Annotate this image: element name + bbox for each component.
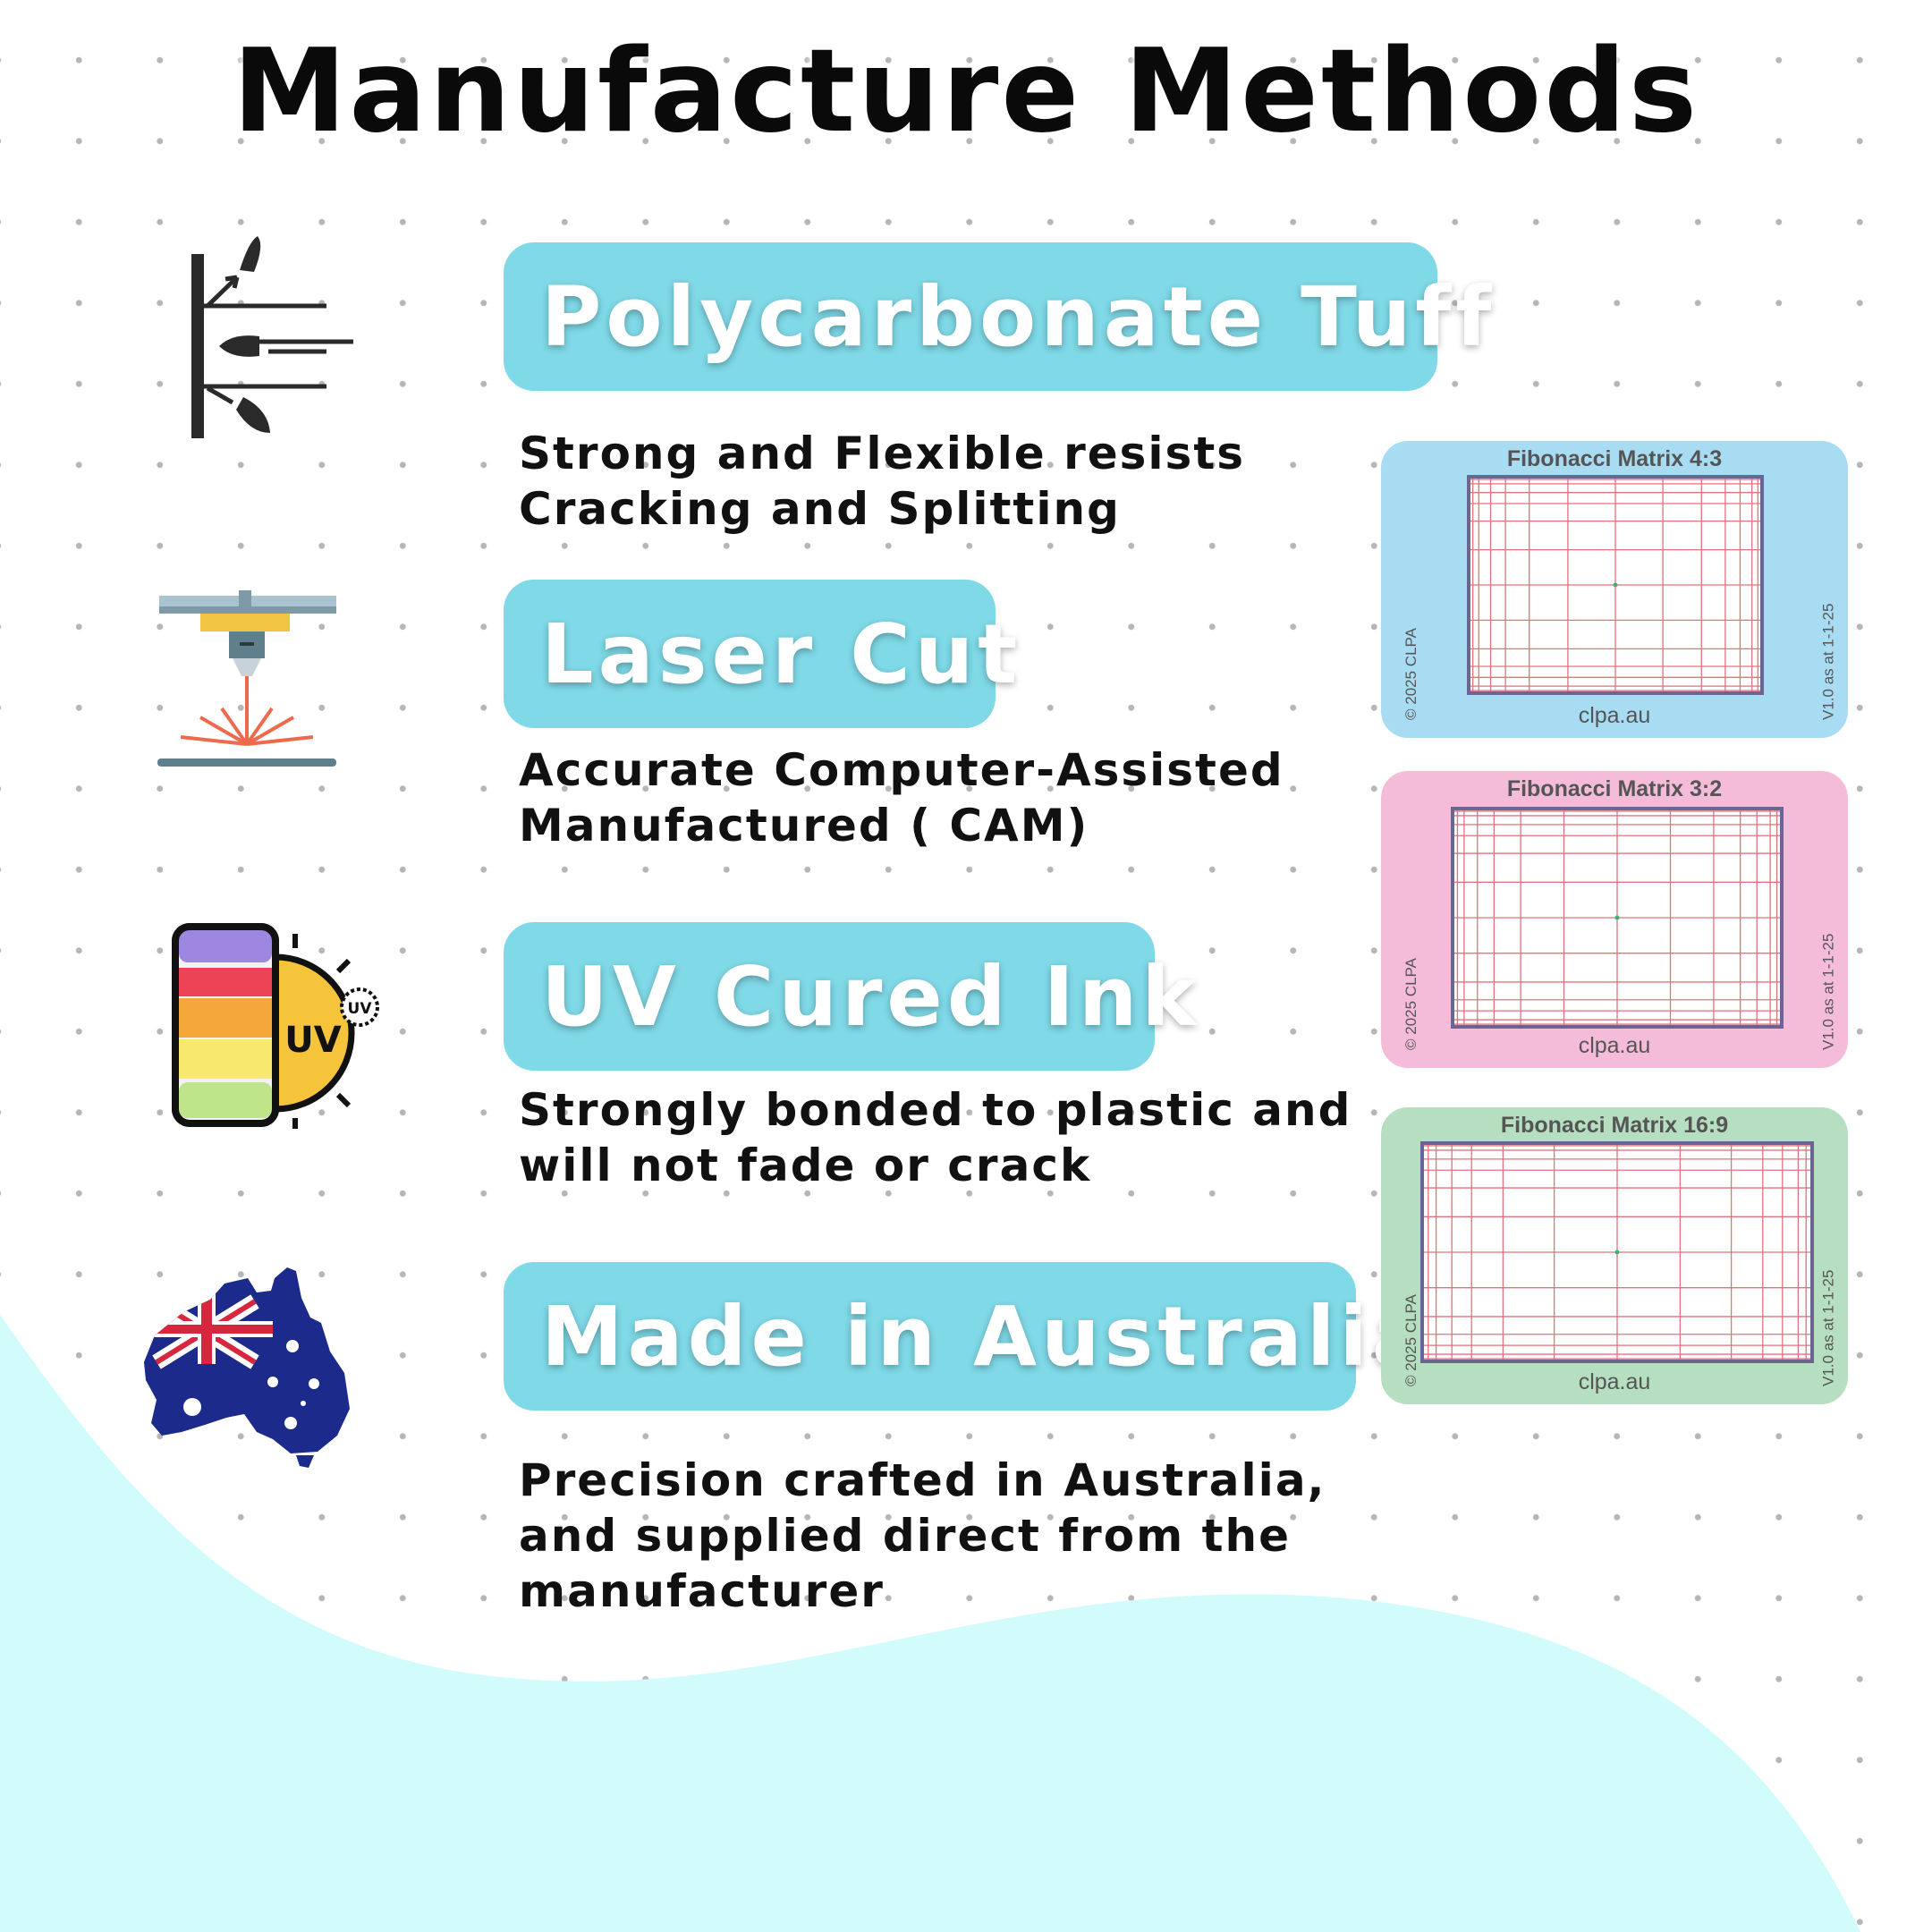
description-line: Cracking and Splitting: [519, 483, 1121, 535]
method-heading-uv-cured-ink: UV Cured Ink: [504, 922, 1197, 1071]
description-line: Accurate Computer-Assisted: [519, 744, 1284, 796]
svg-text:UV: UV: [348, 1000, 373, 1018]
card-copyright: © 2025 CLPA: [1402, 628, 1419, 720]
method-description-polycarbonate-tuff: Strong and Flexible resists Cracking and…: [519, 426, 1245, 537]
card-url: clpa.au: [1578, 1369, 1651, 1394]
page-title: Manufacture Methods: [233, 25, 1699, 158]
description-line: Precision crafted in Australia,: [519, 1454, 1326, 1506]
card-copyright: © 2025 CLPA: [1402, 1294, 1419, 1386]
card-title: Fibonacci Matrix 16:9: [1500, 1113, 1729, 1138]
description-line: will not fade or crack: [519, 1140, 1092, 1191]
method-heading-label: UV Cured Ink: [541, 948, 1201, 1045]
method-heading-label: Polycarbonate Tuff: [541, 268, 1496, 365]
method-heading-polycarbonate-tuff: Polycarbonate Tuff: [504, 242, 1491, 391]
product-card-fibonacci-4-3: Fibonacci Matrix 4:3 clpa.au © 2025 CLPA…: [1381, 441, 1848, 738]
card-title: Fibonacci Matrix 3:2: [1506, 776, 1723, 801]
impact-resistant-icon: [191, 236, 353, 438]
product-card-fibonacci-16-9: Fibonacci Matrix 16:9 clpa.au © 2025 CLP…: [1381, 1107, 1848, 1404]
card-copyright: © 2025 CLPA: [1402, 958, 1419, 1050]
product-card-fibonacci-3-2: Fibonacci Matrix 3:2 clpa.au © 2025 CLPA…: [1381, 771, 1848, 1068]
uv-ink-icon-label: UV: [284, 1020, 341, 1061]
fibonacci-grid: [1467, 475, 1764, 695]
card-url: clpa.au: [1578, 1033, 1651, 1058]
description-line: Strong and Flexible resists: [519, 428, 1245, 479]
fibonacci-grid: [1451, 807, 1784, 1029]
method-description-uv-cured-ink: Strongly bonded to plastic and will not …: [519, 1082, 1352, 1193]
description-line: Strongly bonded to plastic and: [519, 1084, 1352, 1136]
card-url: clpa.au: [1578, 703, 1651, 728]
method-heading-label: Laser Cut: [541, 606, 1022, 702]
description-line: manufacturer: [519, 1565, 885, 1617]
method-description-laser-cut: Accurate Computer-Assisted Manufactured …: [519, 742, 1284, 853]
method-heading-laser-cut: Laser Cut: [504, 580, 1017, 728]
uv-ink-icon: UV UV: [172, 923, 379, 1129]
card-title: Fibonacci Matrix 4:3: [1506, 446, 1723, 471]
method-description-made-in-australia: Precision crafted in Australia, and supp…: [519, 1453, 1326, 1619]
laser-cutter-icon: [157, 590, 336, 767]
method-heading-made-in-australia: Made in Australia: [504, 1262, 1428, 1411]
description-line: and supplied direct from the: [519, 1510, 1291, 1562]
method-heading-label: Made in Australia: [541, 1288, 1433, 1385]
fibonacci-grid: [1420, 1141, 1814, 1363]
description-line: Manufactured ( CAM): [519, 800, 1089, 852]
card-version: V1.0 as at 1-1-25: [1819, 603, 1836, 720]
card-version: V1.0 as at 1-1-25: [1819, 933, 1836, 1050]
australia-flag-map-icon: [144, 1267, 350, 1468]
card-version: V1.0 as at 1-1-25: [1819, 1269, 1836, 1386]
